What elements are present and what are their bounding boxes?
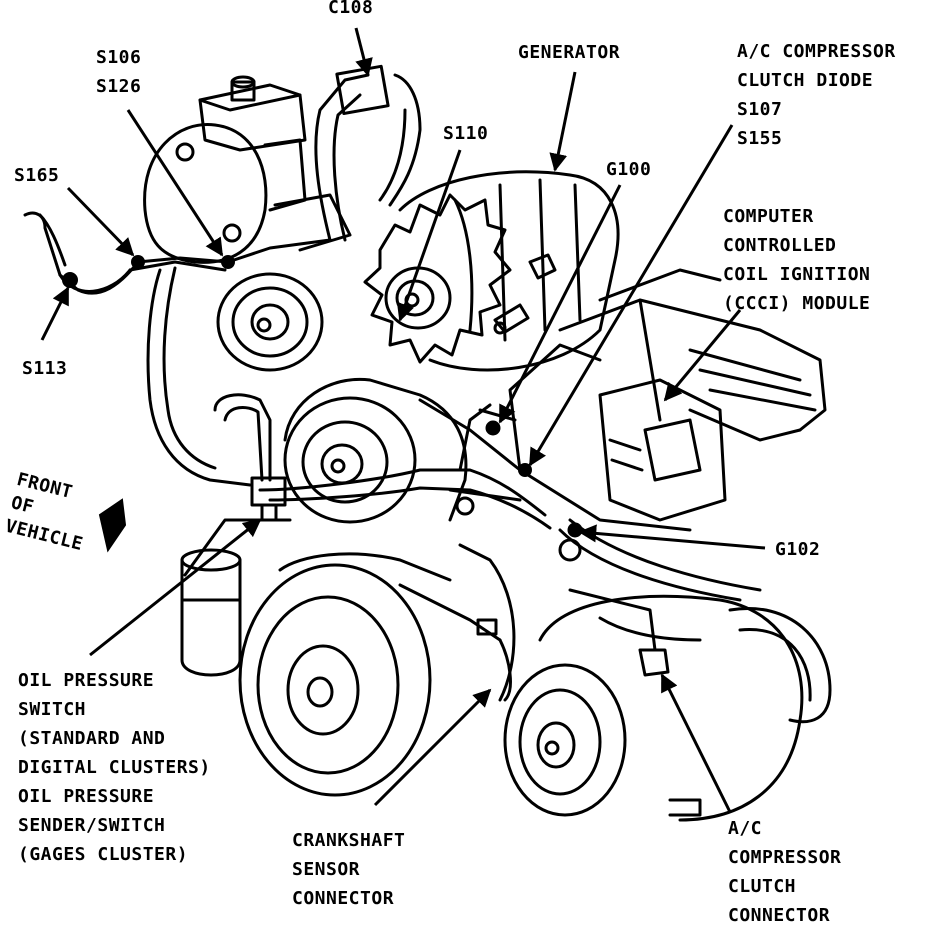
leader-c108 (354, 27, 373, 77)
label-line: S155 (737, 128, 783, 149)
label-line: C108 (328, 0, 374, 18)
leader-lines (40, 27, 766, 813)
ground-g100 (488, 423, 498, 433)
label-line: GENERATOR (518, 42, 621, 63)
label-line: OIL PRESSURE (18, 670, 155, 691)
label-line: SWITCH (18, 699, 87, 720)
leader-g100 (498, 184, 622, 424)
splice-points (62, 255, 580, 535)
label-line: OIL PRESSURE (18, 786, 155, 807)
label-g102: G102 (775, 535, 820, 564)
leader-s107-s155 (528, 124, 734, 467)
label-line: CONTROLLED (723, 235, 837, 256)
crankshaft-pulleys (283, 377, 522, 524)
upper-idler-pulley (216, 272, 324, 372)
engine-block (478, 268, 827, 532)
label-line: S113 (22, 358, 68, 379)
label-g100: G100 (606, 155, 651, 184)
lower-pulley (238, 543, 516, 797)
leader-g102 (578, 524, 766, 550)
leader-s110 (396, 149, 462, 322)
label-line: CONNECTOR (292, 888, 395, 909)
splice-s113 (62, 272, 78, 288)
splice-s106-s126 (221, 255, 235, 269)
label-s110: S110 (443, 119, 488, 148)
label-line: G100 (606, 159, 652, 180)
leader-oil-pressure (89, 518, 262, 657)
label-line: CLUTCH (728, 876, 797, 897)
splice-s165 (131, 255, 145, 269)
front-of-vehicle-arrow-icon (98, 498, 127, 553)
label-ccci-module: COMPUTER CONTROLLED COIL IGNITION (CCCI) MO… (723, 202, 870, 318)
label-line: (CCCI) MODULE (723, 293, 871, 314)
label-line: SENSOR (292, 859, 361, 880)
label-crankshaft-sensor-connector: CRANKSHAFT SENSOR CONNECTOR (292, 826, 405, 913)
label-line: COIL IGNITION (723, 264, 871, 285)
leader-ac-clutch (660, 673, 732, 813)
label-oil-pressure-switch: OIL PRESSURE SWITCH (STANDARD AND DIGITAL C… (18, 666, 211, 869)
leader-ccci (663, 309, 742, 402)
label-line: S107 (737, 99, 783, 120)
label-line: CONNECTOR (728, 905, 831, 926)
label-line: S126 (96, 76, 142, 97)
leader-crankshaft (373, 688, 492, 807)
label-line: COMPUTER (723, 206, 814, 227)
label-line: S106 (96, 47, 142, 68)
label-line: CRANKSHAFT (292, 830, 406, 851)
label-ac-compressor-clutch-connector: A/C COMPRESSOR CLUTCH CONNECTOR (728, 814, 841, 930)
label-generator: GENERATOR (518, 38, 620, 67)
splice-s107-s155 (518, 463, 532, 477)
front-harness (258, 403, 552, 530)
leader-s106-s126 (126, 109, 224, 257)
label-line: G102 (775, 539, 821, 560)
label-line: CLUTCH DIODE (737, 70, 874, 91)
label-line: S165 (14, 165, 60, 186)
label-line: COMPRESSOR (728, 847, 842, 868)
label-line: (GAGES CLUSTER) (18, 844, 189, 865)
leader-s113 (40, 286, 70, 341)
wiring-harness (23, 64, 422, 677)
label-s165: S165 (14, 161, 59, 190)
leader-generator (549, 71, 577, 172)
label-c108: C108 (328, 0, 373, 22)
label-line: SENDER/SWITCH (18, 815, 166, 836)
leader-s165 (66, 186, 135, 257)
label-line: A/C (728, 818, 763, 839)
power-steering-pump (143, 75, 352, 264)
label-line: (STANDARD AND (18, 728, 166, 749)
label-line: DIGITAL CLUSTERS) (18, 757, 211, 778)
label-line: S110 (443, 123, 489, 144)
ground-g102 (570, 525, 580, 535)
generator (363, 170, 620, 372)
label-line: A/C COMPRESSOR (737, 41, 896, 62)
label-s113: S113 (22, 354, 67, 383)
ac-compressor (498, 518, 832, 822)
